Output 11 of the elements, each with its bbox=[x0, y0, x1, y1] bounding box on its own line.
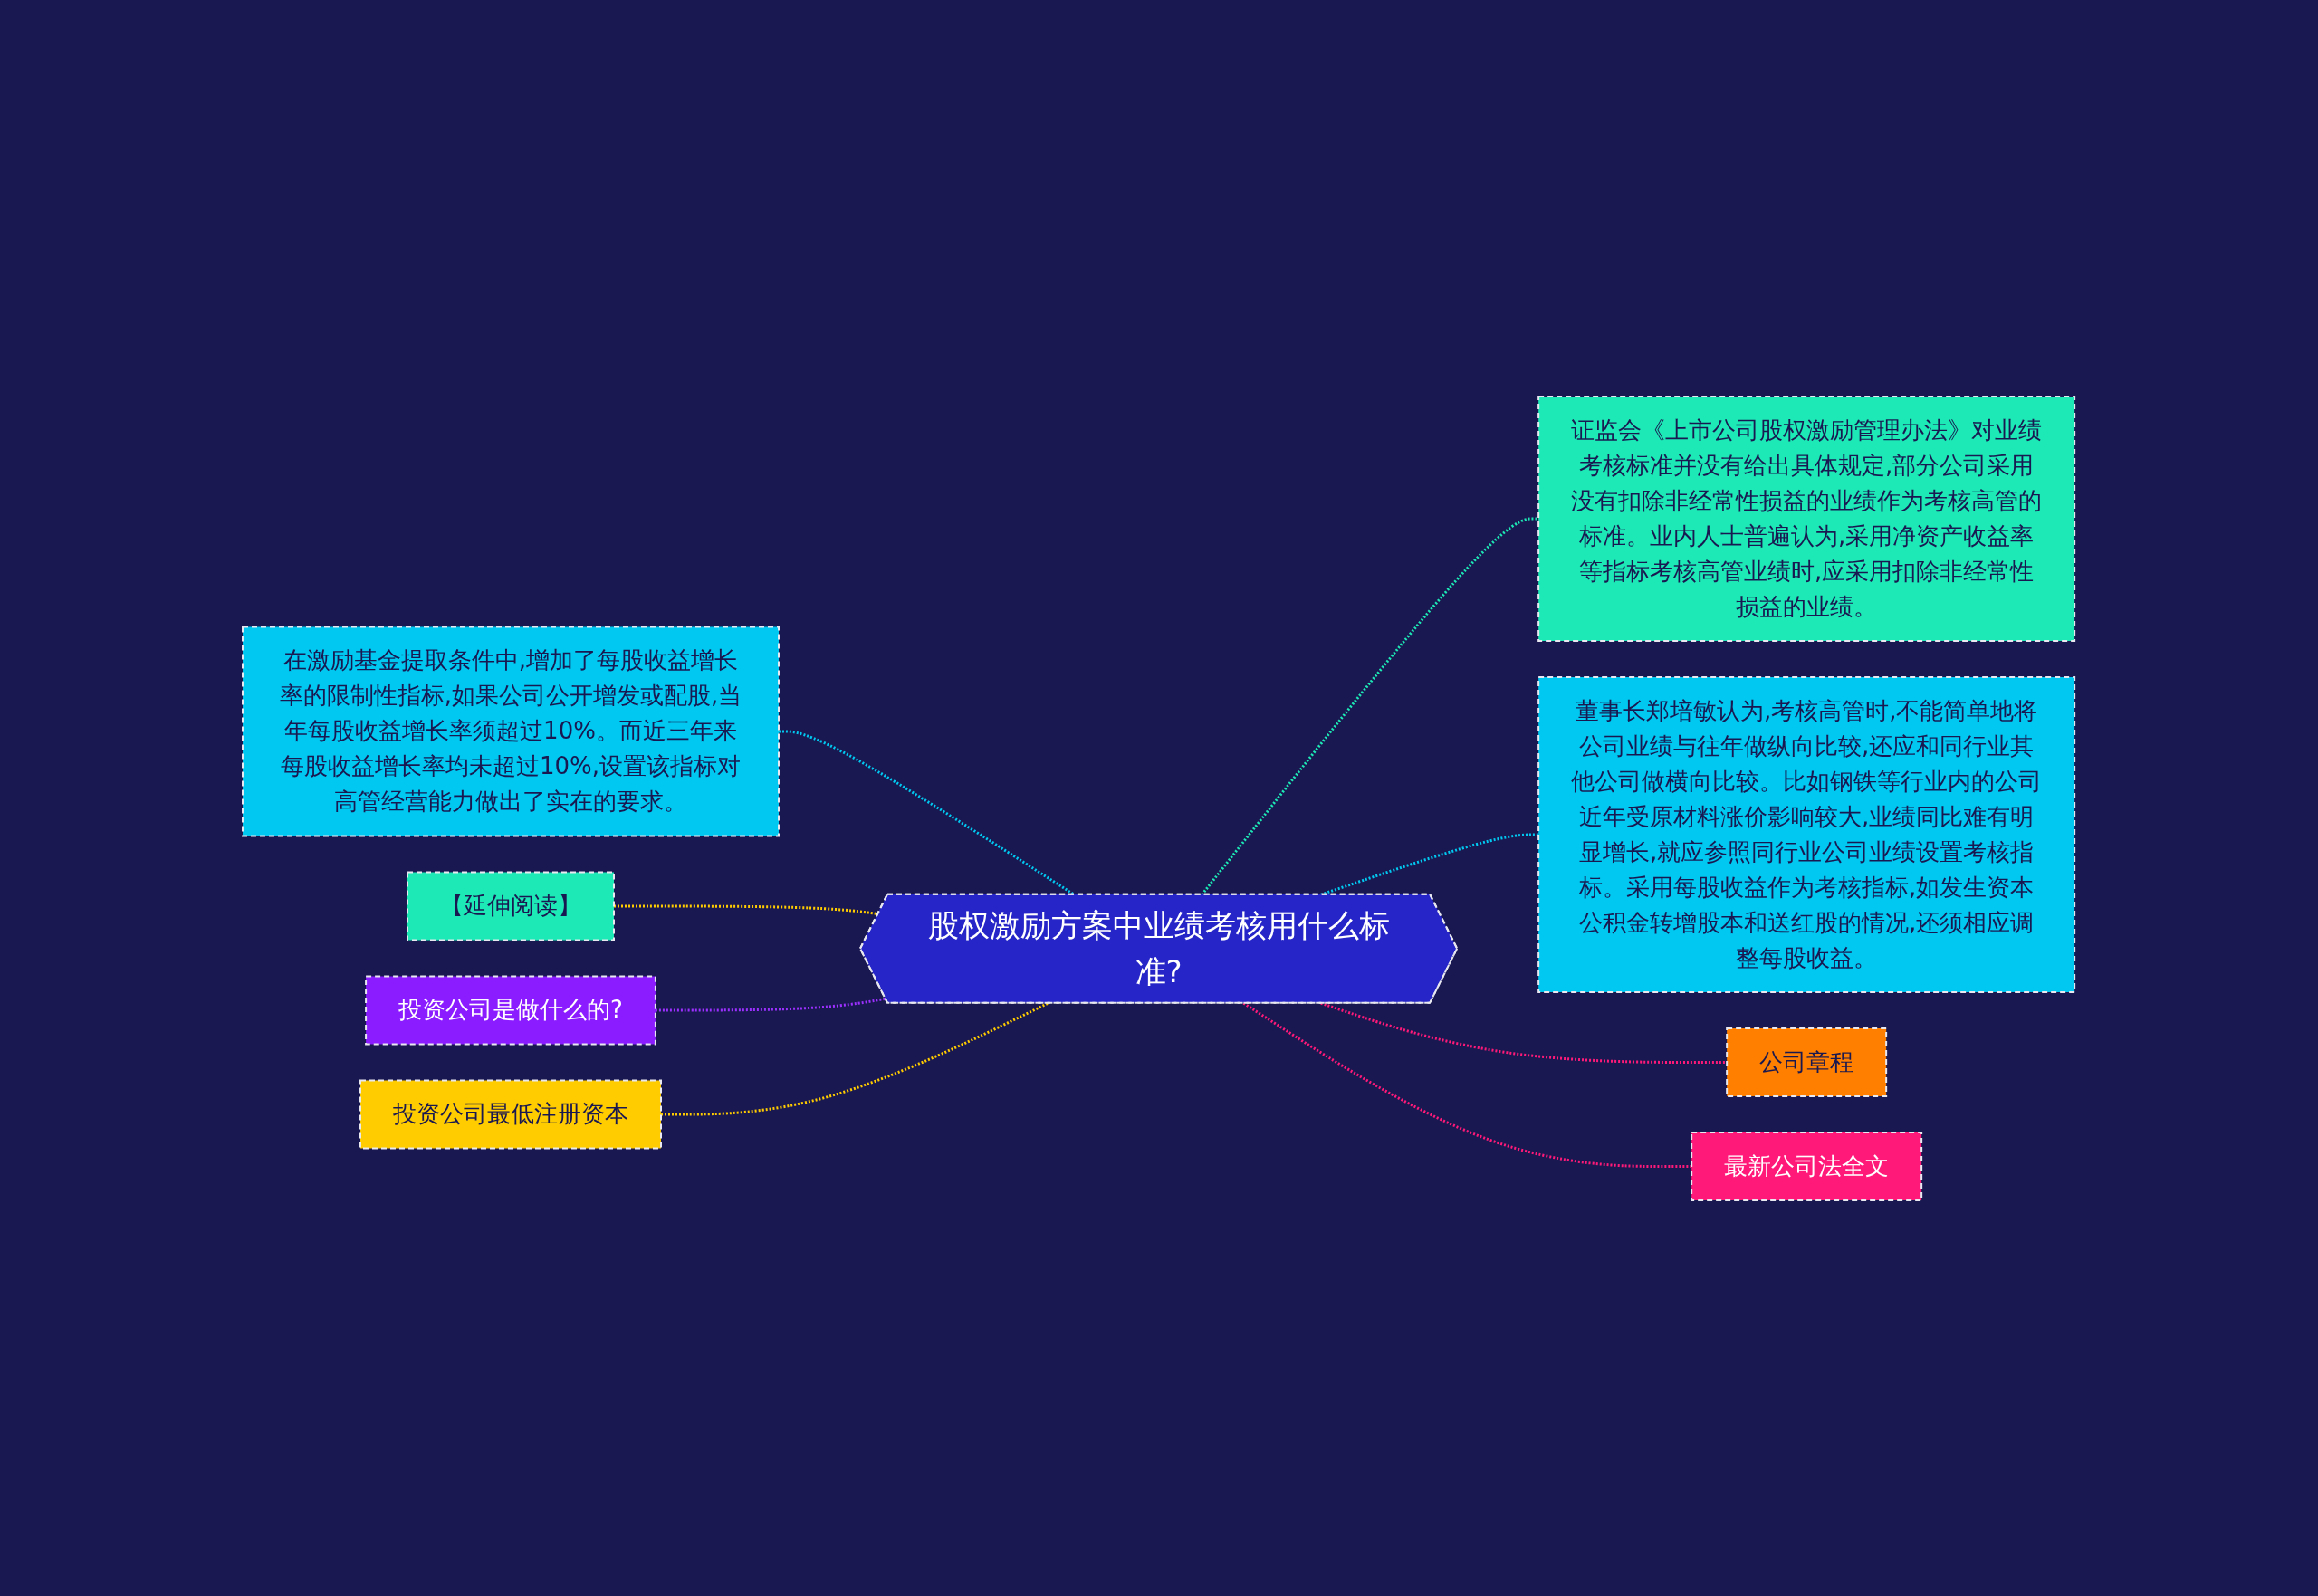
node-box: 证监会《上市公司股权激励管理办法》对业绩考核标准并没有给出具体规定,部分公司采用没有扣除非经常性损益的业绩作为考核高管的标准。业内人士普遍认为,采用净资产收益率等指标考核高管业绩时,应采用扣除非经常性损益的业绩。 bbox=[1537, 395, 2076, 642]
connector bbox=[656, 997, 886, 1011]
connector bbox=[1320, 1001, 1728, 1064]
node-box: 董事长郑培敏认为,考核高管时,不能简单地将公司业绩与往年做纵向比较,还应和同行业其他公司做横向比较。比如钢铁等行业内的公司近年受原材料涨价影响较大,业绩同比难有明显增长,就应参照同行业公司业绩设置考核指标。采用每股收益作为考核指标,如发生资本公积金转增股本和送红股的情况,还须相应调整每股收益。 bbox=[1537, 675, 2076, 993]
node-box: 投资公司最低注册资本 bbox=[359, 1079, 663, 1149]
node-box: 公司章程 bbox=[1726, 1027, 1888, 1097]
connector bbox=[1201, 517, 1539, 895]
node-box: 在激励基金提取条件中,增加了每股收益增长率的限制性指标,如果公司公开增发或配股,当年每股收益增长率须超过10%。而近三年来每股收益增长率均未超过10%,设置该指标对高管经营能力做出了实在的要求。 bbox=[242, 626, 781, 836]
node-box: 【延伸阅读】 bbox=[407, 871, 616, 941]
node-box: 投资公司是做什么的? bbox=[365, 975, 657, 1045]
node-box: 最新公司法全文 bbox=[1691, 1131, 1923, 1201]
